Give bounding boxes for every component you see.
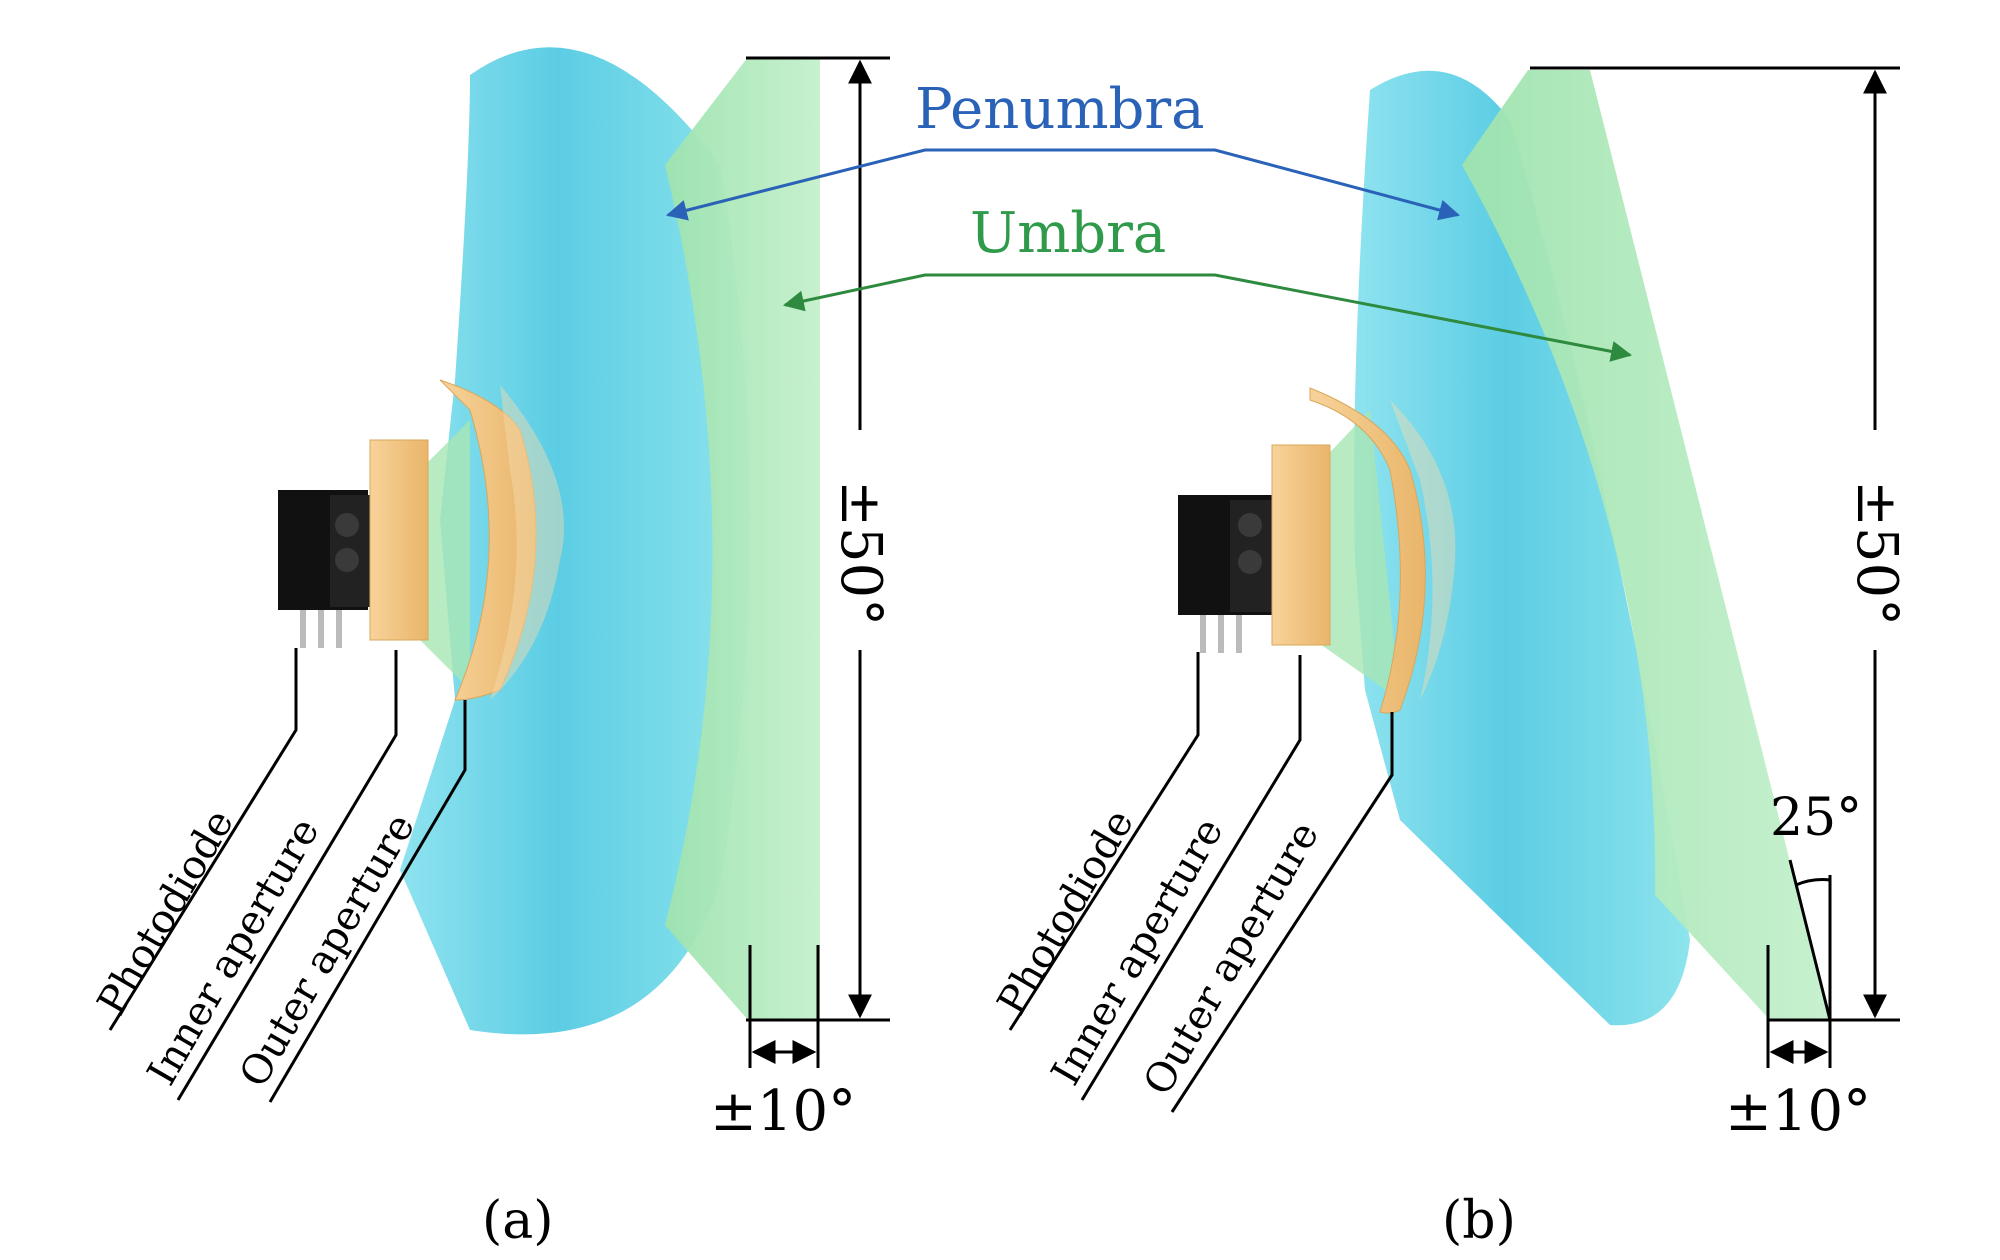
- leader-photodiode-b: [1008, 652, 1200, 1031]
- tilt-arc-b: [1795, 878, 1831, 887]
- photodiode-a: [278, 490, 370, 648]
- outer-aperture-b: [1309, 387, 1426, 714]
- umbra-arrow: [782, 273, 1633, 362]
- caption-a: (a): [482, 1191, 554, 1251]
- inner-aperture-a: [369, 439, 429, 641]
- vertical-span-a: ±50°: [828, 480, 893, 626]
- outer-aperture-a: [439, 379, 537, 701]
- penumbra-label: Penumbra: [915, 77, 1205, 142]
- umbra-label: Umbra: [970, 201, 1166, 266]
- tilt-angle-b: 25°: [1770, 788, 1862, 848]
- photodiode-b: [1178, 495, 1273, 653]
- panel-a: Photodiode Inner aperture Outer aperture…: [89, 47, 893, 1251]
- leader-inner-aperture-b: [1080, 655, 1302, 1101]
- leader-outer-aperture-b: [1170, 712, 1394, 1113]
- aperture-ghost-a: [490, 385, 564, 700]
- horizontal-span-b: ±10°: [1725, 1079, 1871, 1144]
- umbra-region-a: [665, 57, 820, 1020]
- leader-outer-aperture-a: [268, 700, 467, 1103]
- inner-aperture-b: [1271, 444, 1331, 646]
- penumbra-arrow: [665, 148, 1461, 221]
- leader-inner-aperture-a: [176, 650, 398, 1101]
- aperture-ghost-b: [1390, 400, 1456, 700]
- callouts: Penumbra Umbra: [665, 77, 1633, 362]
- caption-b: (b): [1442, 1191, 1516, 1251]
- vertical-span-b: ±50°: [1844, 480, 1909, 626]
- leader-photodiode-a: [108, 648, 298, 1031]
- tilt-edge-line-b: [1788, 859, 1832, 1021]
- penumbra-region-a: [400, 47, 750, 1035]
- horizontal-span-a: ±10°: [710, 1079, 856, 1144]
- label-outer-aperture-b: Outer aperture: [1135, 814, 1328, 1103]
